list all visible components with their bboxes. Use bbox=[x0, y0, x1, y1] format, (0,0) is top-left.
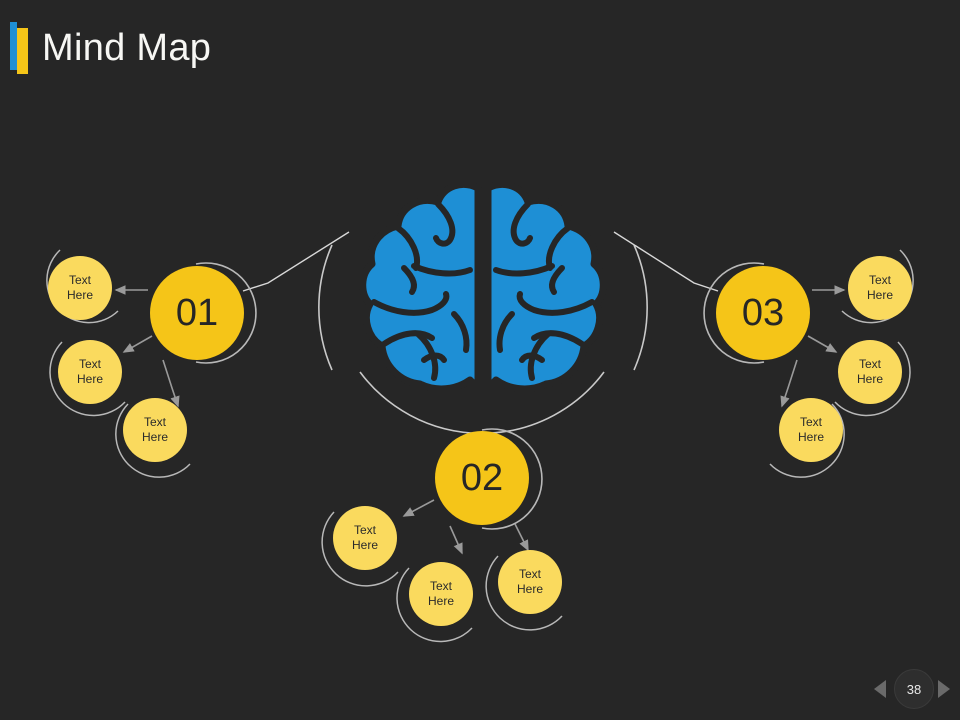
page-number-badge: 38 bbox=[894, 669, 934, 709]
leaf-node-03-2[interactable]: Text Here bbox=[838, 340, 902, 404]
leaf-label: Text Here bbox=[517, 567, 543, 597]
leaf-line-2: Here bbox=[76, 372, 103, 386]
branch-number-02: 02 bbox=[460, 457, 504, 499]
leaf-line-2: Here bbox=[351, 538, 378, 552]
leaf-line-1: Text bbox=[353, 523, 376, 537]
leaf-node-02-3[interactable]: Text Here bbox=[498, 550, 562, 614]
branch-node-02[interactable]: 02 bbox=[435, 431, 529, 525]
leaf-label: Text Here bbox=[428, 579, 454, 609]
leaf-line-1: Text bbox=[858, 357, 881, 371]
leaf-line-1: Text bbox=[68, 273, 91, 287]
leaf-label: Text Here bbox=[77, 357, 103, 387]
leaf-line-1: Text bbox=[518, 567, 541, 581]
page-number: 38 bbox=[906, 681, 922, 697]
branch-node-01[interactable]: 01 bbox=[150, 266, 244, 360]
branch-number-01: 01 bbox=[175, 292, 219, 334]
leaf-line-2: Here bbox=[797, 430, 824, 444]
leaf-label: Text Here bbox=[867, 273, 893, 303]
leaf-node-02-2[interactable]: Text Here bbox=[409, 562, 473, 626]
leaf-label: Text Here bbox=[857, 357, 883, 387]
leaf-label: Text Here bbox=[352, 523, 378, 553]
leaf-line-2: Here bbox=[856, 372, 883, 386]
accent-bar-yellow bbox=[17, 28, 28, 74]
leaf-line-2: Here bbox=[516, 582, 543, 596]
leaf-node-01-2[interactable]: Text Here bbox=[58, 340, 122, 404]
branch-number-03: 03 bbox=[741, 292, 785, 334]
leaf-line-2: Here bbox=[427, 594, 454, 608]
title-accent-bars bbox=[10, 22, 28, 74]
accent-bar-blue bbox=[10, 22, 17, 70]
leaf-line-1: Text bbox=[78, 357, 101, 371]
leaf-line-1: Text bbox=[799, 415, 822, 429]
leaf-node-01-1[interactable]: Text Here bbox=[48, 256, 112, 320]
branch-node-03[interactable]: 03 bbox=[716, 266, 810, 360]
leaf-label: Text Here bbox=[798, 415, 824, 445]
leaf-line-1: Text bbox=[429, 579, 452, 593]
page-title: Mind Map bbox=[42, 27, 212, 69]
footer-pager: 38 bbox=[872, 668, 952, 710]
leaf-label: Text Here bbox=[142, 415, 168, 445]
leaf-line-2: Here bbox=[866, 288, 893, 302]
leaf-line-1: Text bbox=[868, 273, 891, 287]
leaf-line-2: Here bbox=[141, 430, 168, 444]
leaf-node-02-1[interactable]: Text Here bbox=[333, 506, 397, 570]
prev-arrow-icon[interactable] bbox=[874, 680, 886, 698]
leaf-node-01-3[interactable]: Text Here bbox=[123, 398, 187, 462]
leaf-line-1: Text bbox=[143, 415, 166, 429]
leaf-node-03-1[interactable]: Text Here bbox=[848, 256, 912, 320]
leaf-node-03-3[interactable]: Text Here bbox=[779, 398, 843, 462]
leaf-label: Text Here bbox=[67, 273, 93, 303]
next-arrow-icon[interactable] bbox=[938, 680, 950, 698]
brain-icon bbox=[359, 182, 607, 393]
leaf-line-2: Here bbox=[66, 288, 93, 302]
